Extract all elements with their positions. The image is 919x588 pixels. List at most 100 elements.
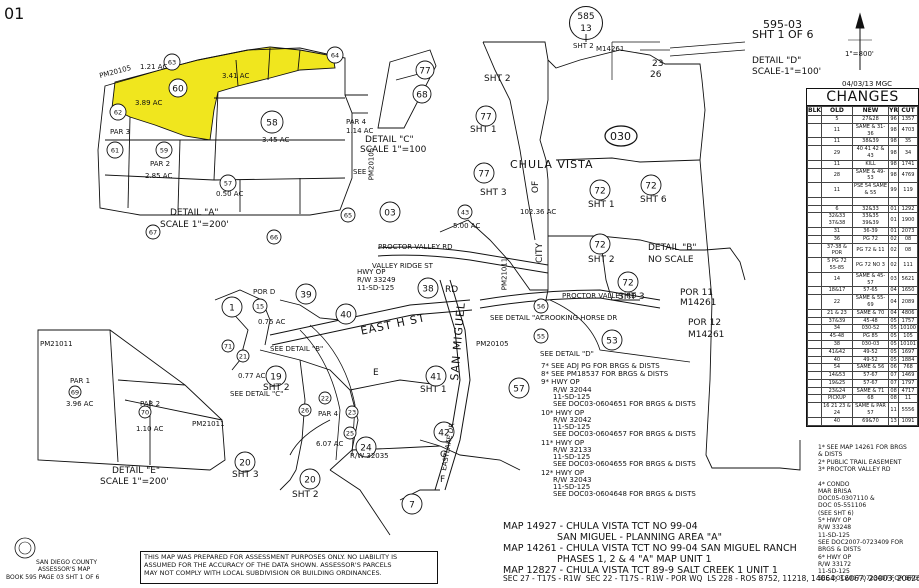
lot-f: F (440, 475, 446, 485)
changes-cell: 1797 (898, 378, 918, 388)
parcel-number-40: 40 (340, 311, 352, 321)
acres-58: 3.45 AC (262, 136, 290, 144)
changes-cell: 14&53 (821, 371, 853, 380)
changes-cell (806, 242, 823, 259)
changes-cell: 49-52 (851, 347, 890, 357)
parcel-circle-26[interactable] (298, 403, 312, 417)
parcel-circle-21[interactable] (236, 349, 250, 363)
changes-cell: 02 (888, 257, 900, 273)
acres-341: 3.41 AC (222, 72, 250, 80)
parcel-circle-22[interactable] (318, 391, 332, 405)
por-11: POR 11 (680, 288, 714, 298)
parcel-circle-53[interactable] (601, 329, 623, 351)
parcel-circle-41[interactable] (425, 365, 447, 387)
legend-line: R/W 33248 (818, 524, 852, 532)
parcel-circle-58[interactable] (260, 110, 284, 134)
parcel-circle-57[interactable] (219, 174, 237, 192)
changes-cell: 10101 (898, 339, 918, 349)
parcel-circle-61[interactable] (106, 141, 124, 159)
parcel-circle-60[interactable] (168, 78, 188, 98)
changes-cell: 45-48 (821, 332, 853, 341)
note-9: 9* HWY OP (541, 378, 580, 386)
parcel-circle-77[interactable] (415, 60, 435, 80)
changes-cell: 11 (898, 394, 918, 404)
parcel-circle-57[interactable] (508, 377, 530, 399)
parcel-number-43: 43 (461, 209, 469, 217)
parcel-number-70: 70 (141, 409, 149, 417)
detail-d-title: DETAIL "D" (752, 56, 802, 66)
parcel-circle-64[interactable] (326, 46, 344, 64)
changes-cell: 10100 (898, 324, 918, 334)
county-seal-icon (14, 537, 36, 559)
changes-cell: 37&39 (821, 316, 853, 326)
parcel-circle-15[interactable] (252, 298, 268, 314)
parcel-circle-69[interactable] (68, 385, 82, 399)
parcel-circle-67[interactable] (145, 224, 161, 240)
changes-cell: PG 85 (851, 332, 890, 341)
changes-cell: 16 21 23 & 24 (821, 402, 853, 418)
parcel-circle-20[interactable] (299, 468, 321, 490)
changes-cell: 1697 (898, 347, 918, 357)
detail-d-scale: SCALE-1"=100' (752, 67, 822, 77)
parcel-circle-38[interactable] (417, 277, 439, 299)
footer-office: ASSESSOR'S MAP (38, 566, 91, 573)
parcel-circle-70[interactable] (138, 405, 152, 419)
changes-cell: 5621 (898, 271, 918, 288)
parcel-circle-43[interactable] (457, 204, 473, 220)
changes-cell (806, 378, 823, 388)
parcel-circle-24[interactable] (355, 436, 377, 458)
parcel-circle-66[interactable] (266, 229, 282, 245)
parcel-number-72: 72 (594, 241, 605, 251)
changes-cell: 36-39 (851, 226, 890, 236)
crooking-horse-label: CROOKING HORSE DR (540, 314, 618, 322)
changes-cell: 2089 (898, 294, 918, 310)
legend-line: MAR BRISA (818, 487, 852, 495)
parcel-circle-77[interactable] (475, 105, 497, 127)
parcel-circle-65[interactable] (340, 207, 356, 223)
proctor-valley-rd-label: PROCTOR VALLEY RD (378, 243, 453, 251)
parcel-circle-77[interactable] (473, 162, 495, 184)
parcel-circle-23[interactable] (345, 405, 359, 419)
changes-cell: 49-52 (851, 355, 890, 365)
adjoining-page-number: 13 (580, 24, 592, 34)
changes-cell: PG 72 & 11 (851, 242, 890, 259)
parcel-circle-19[interactable] (265, 365, 287, 387)
parcel-circle-39[interactable] (295, 283, 317, 305)
parcel-circle-72[interactable] (617, 271, 639, 293)
parcel-circle-59[interactable] (155, 141, 173, 159)
parcel-circle-71[interactable] (221, 339, 235, 353)
changes-cell: 11 (821, 159, 853, 169)
parcel-circle-63[interactable] (163, 53, 181, 71)
page-code: 01 (4, 4, 25, 23)
parcel-circle-62[interactable] (109, 103, 127, 121)
changes-cell: 04 (888, 294, 900, 310)
parcel-circle-68[interactable] (412, 84, 432, 104)
parcel-circle-55[interactable] (533, 328, 549, 344)
parcel-circle-20[interactable] (234, 451, 256, 473)
parcel-circle-42[interactable] (433, 421, 455, 443)
parcel-circle-72[interactable] (589, 179, 611, 201)
parcel-circle-1[interactable] (221, 296, 243, 318)
detail-e-scale: SCALE 1"=200' (100, 477, 169, 487)
parcel-circle-72[interactable] (589, 233, 611, 255)
parcel-circle-40[interactable] (335, 303, 357, 325)
parcel-number-24: 24 (360, 444, 372, 454)
changes-cell: 05 (888, 347, 900, 357)
parcel-circle-03[interactable] (379, 201, 401, 223)
parcel-number-53: 53 (606, 337, 617, 347)
parcel-circle-56[interactable] (533, 298, 549, 314)
changes-cell (806, 137, 823, 147)
legend-line: 3* PROCTOR VALLEY RD (818, 465, 891, 473)
parcel-circle-25[interactable] (343, 426, 357, 440)
changes-cell (851, 196, 890, 206)
detail-b-title: DETAIL "B" (648, 243, 697, 253)
parcel-circle-72[interactable] (640, 174, 662, 196)
parcel-circle-7[interactable] (401, 493, 423, 515)
parcel-number-41: 41 (430, 373, 441, 383)
highlight-parcel-60[interactable] (111, 46, 336, 141)
